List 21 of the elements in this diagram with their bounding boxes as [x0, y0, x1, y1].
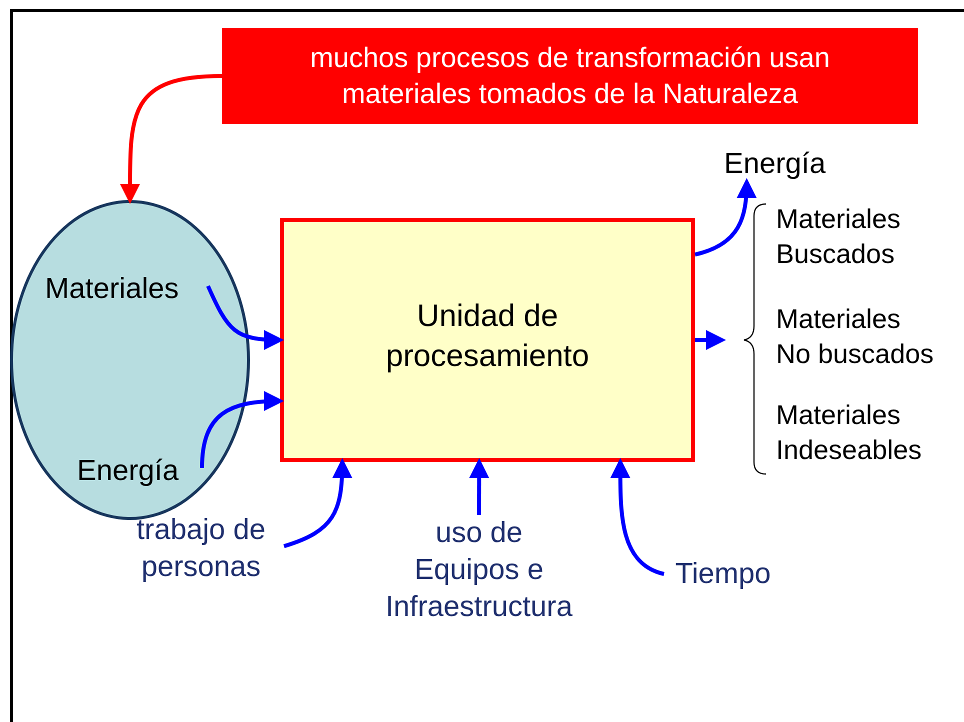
node-label: Energía: [724, 146, 850, 182]
node-label: uso de Equipos e Infraestructura: [384, 515, 574, 635]
node-label: trabajo de personas: [118, 512, 284, 588]
node-label: Materiales Buscados: [776, 202, 936, 278]
arrow: [610, 458, 665, 576]
callout-banner: [222, 28, 918, 124]
node-label: Materiales Indeseables: [776, 398, 956, 474]
arrow: [120, 74, 222, 204]
node-label: Energía: [77, 453, 205, 489]
node-label: Materiales: [45, 271, 211, 307]
banner-text: muchos procesos de transformación usan materiales tomados de la Naturaleza: [309, 41, 831, 111]
arrow: [200, 391, 284, 468]
arrow: [695, 330, 726, 350]
node-label: Materiales No buscados: [776, 302, 936, 378]
node-label: Tiempo: [664, 556, 782, 592]
arrow: [469, 458, 490, 515]
arrow: [206, 285, 284, 350]
arrow: [694, 178, 756, 257]
process-title: Unidad de procesamiento: [384, 296, 590, 375]
process-box: [280, 218, 695, 462]
arrow: [283, 458, 352, 548]
